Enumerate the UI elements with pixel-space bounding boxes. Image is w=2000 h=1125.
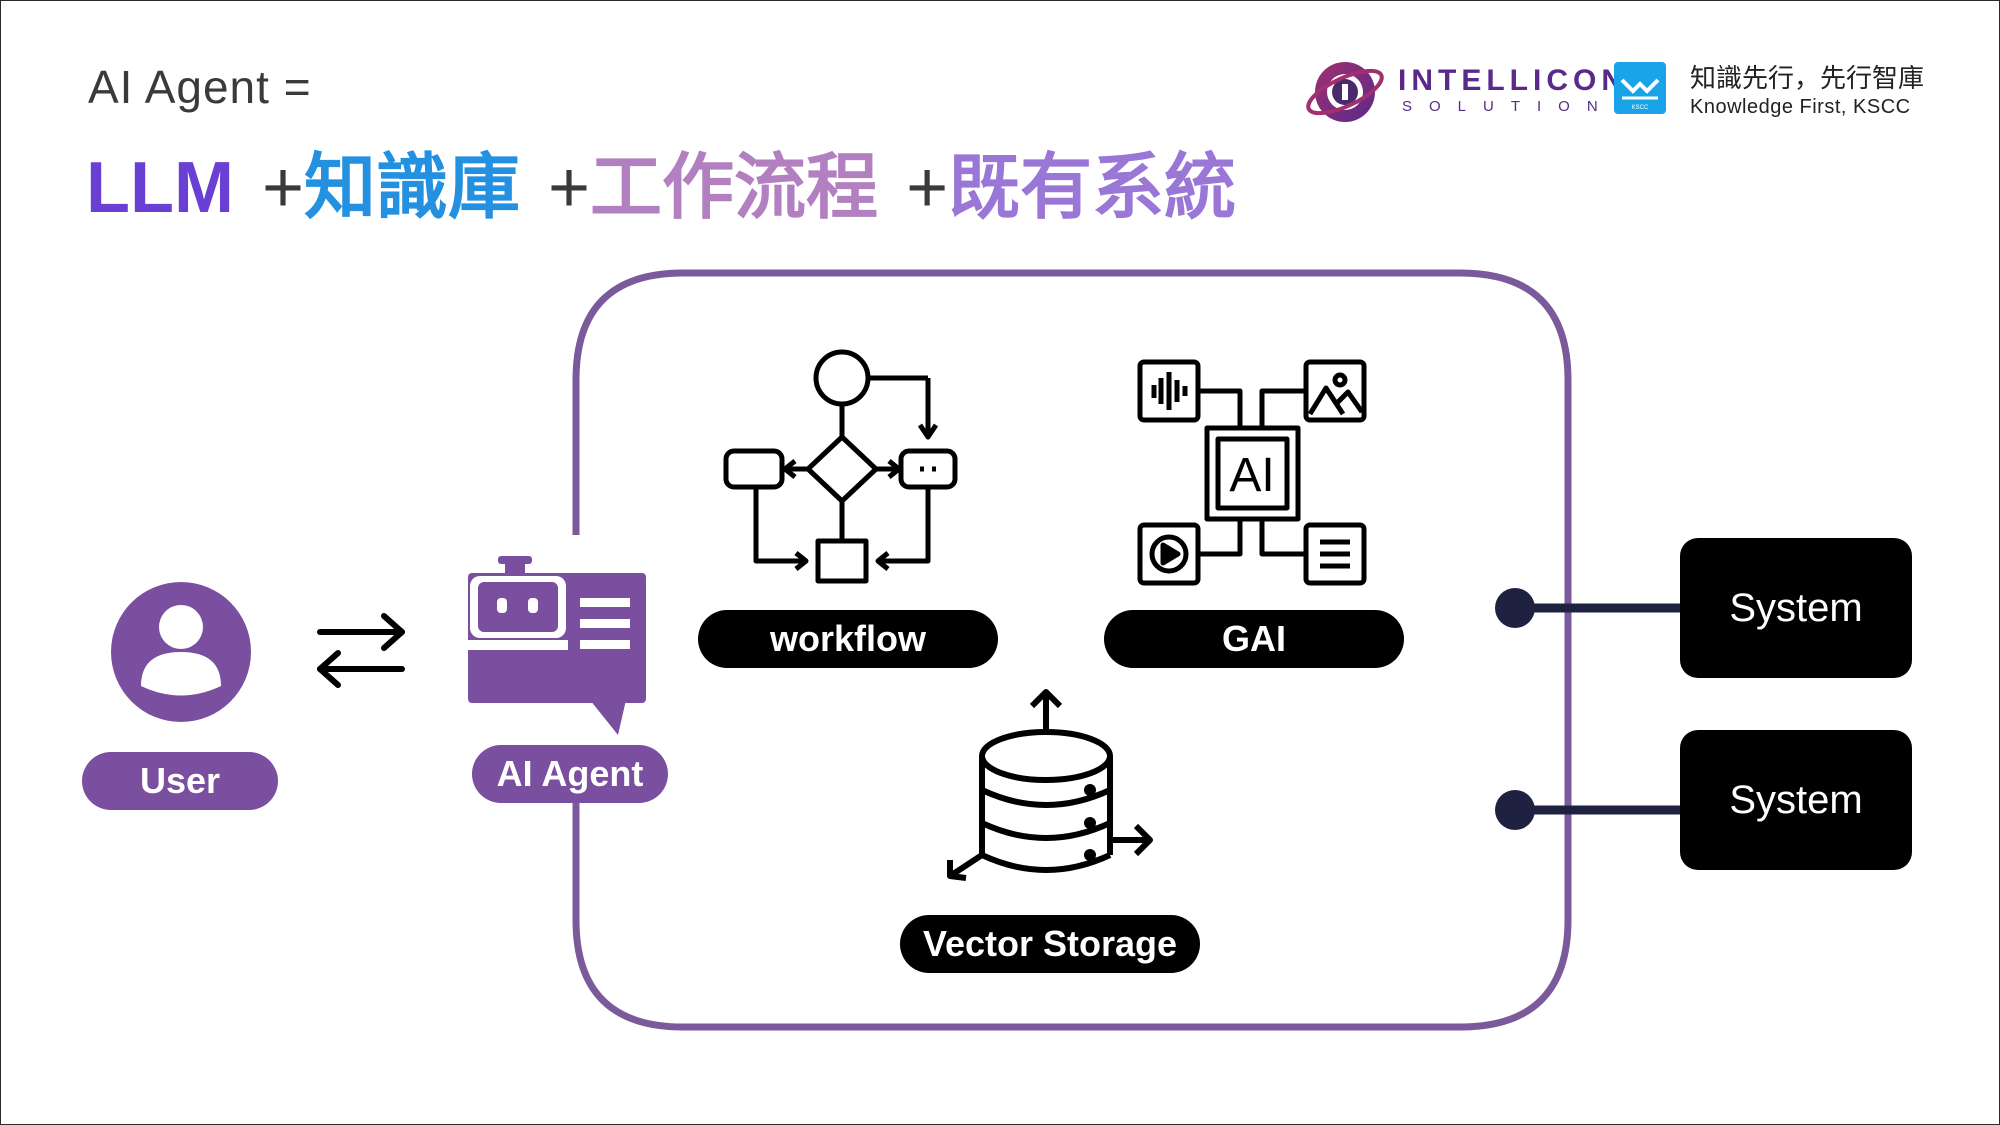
kscc-logo-icon: KSCC: [1614, 62, 1666, 114]
intellicon-sub: SOLUTIONS: [1402, 98, 1642, 115]
equation-plus: +: [906, 148, 949, 228]
equation-workflow: 工作流程: [590, 148, 879, 228]
equation-llm: LLM: [86, 148, 234, 228]
system-box: System: [1680, 730, 1912, 870]
kscc-slogan-en: Knowledge First, KSCC: [1690, 96, 1911, 118]
kscc-icon-text: KSCC: [1632, 105, 1649, 111]
flowchart-icon: [723, 349, 958, 584]
system-connector: [1495, 588, 1680, 628]
system-box: System: [1680, 538, 1912, 678]
subtitle: AI Agent =: [88, 61, 312, 113]
kscc-slogan-zh: 知識先行，先行智庫: [1690, 63, 1925, 93]
intellicon-logo-icon: [1306, 62, 1384, 122]
equation-plus: +: [261, 148, 304, 228]
ai-agent-label: AI Agent: [472, 745, 668, 803]
system-connector: [1495, 790, 1680, 830]
agent-container: [572, 269, 1572, 1031]
swap-arrows-icon: [317, 613, 405, 688]
intellicon-name: INTELLICON: [1398, 64, 1628, 97]
equation-plus: +: [548, 148, 591, 228]
workflow-label: workflow: [698, 610, 998, 668]
gai-hub-icon: [1137, 359, 1367, 586]
equation-knowledge: 知識庫: [303, 148, 520, 228]
user-label: User: [82, 752, 278, 810]
vector-storage-label: Vector Storage: [900, 915, 1200, 973]
database-icon: [947, 689, 1153, 881]
gai-label: GAI: [1104, 610, 1404, 668]
equation-systems: 既有系統: [948, 148, 1237, 228]
user-icon: [111, 582, 251, 722]
robot-chat-icon: [468, 556, 646, 735]
ai-chip-text: AI: [1229, 449, 1274, 502]
equation-title: LLM+知識庫+工作流程+既有系統: [86, 128, 1236, 233]
